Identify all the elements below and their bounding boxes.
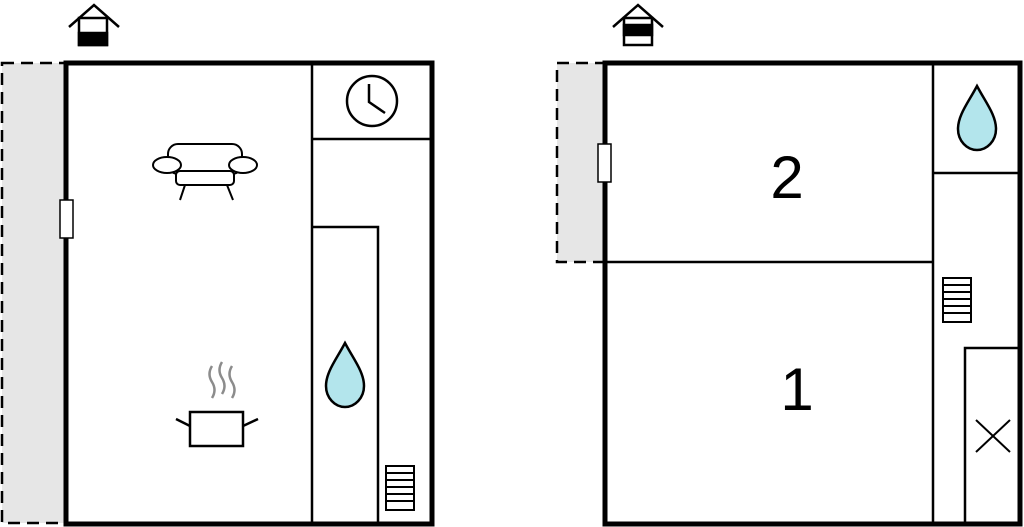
water-drop-icon — [956, 83, 998, 152]
outer-wall — [63, 60, 435, 527]
upper-floor-plan: 2 1 — [555, 3, 1023, 527]
door-marker — [59, 199, 74, 239]
clock-icon — [345, 74, 399, 128]
cooking-pot-icon — [175, 361, 259, 448]
outer-wall — [602, 60, 1023, 527]
ground-floor-plan — [0, 3, 435, 527]
terrace-area — [555, 61, 607, 264]
sofa-icon — [152, 143, 258, 201]
closet-cross-icon — [975, 419, 1011, 453]
radiator-icon — [942, 277, 972, 323]
room-number-2: 2 — [770, 144, 803, 211]
steam-lines — [208, 361, 236, 399]
interior-walls — [605, 63, 1020, 524]
radiator-icon — [385, 465, 415, 511]
door-marker — [597, 143, 612, 183]
interior-walls — [310, 63, 432, 524]
water-drop-icon — [324, 340, 366, 409]
house-upper-floor-icon — [612, 3, 664, 47]
house-ground-floor-icon — [68, 3, 120, 47]
terrace-area — [0, 61, 68, 525]
room-number-1: 1 — [780, 356, 813, 423]
